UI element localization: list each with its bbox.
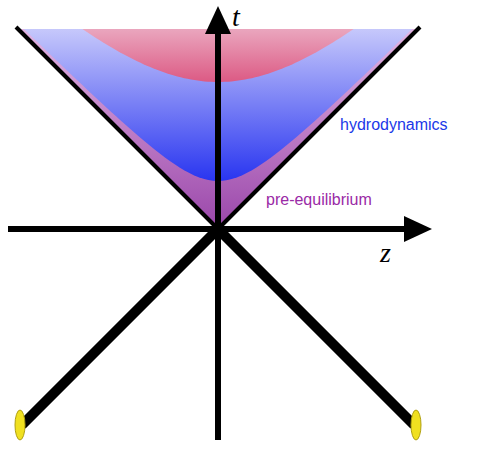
arrowhead (205, 6, 231, 34)
z-axis (8, 226, 410, 232)
region-label: hydrodynamics (340, 115, 448, 134)
nucleus (15, 410, 25, 440)
t-axis (215, 28, 221, 440)
nucleus-trajectory (22, 229, 218, 425)
axes (8, 6, 432, 440)
light-cone-line (16, 27, 218, 229)
arrowhead (404, 216, 432, 242)
nucleus (411, 410, 421, 440)
nucleus-trajectory (218, 229, 414, 425)
axis-label: z (380, 236, 391, 270)
axis-label: t (232, 0, 240, 34)
region-label: pre-equilibrium (266, 190, 372, 209)
